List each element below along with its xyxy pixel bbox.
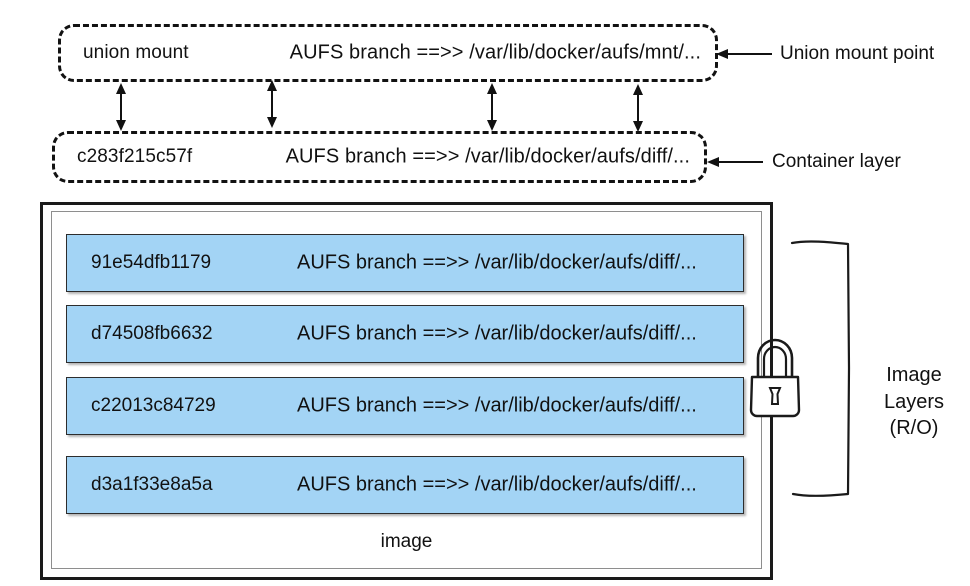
image-layer-row: c22013c84729 AUFS branch ==>> /var/lib/d… (66, 377, 744, 435)
container-layer-callout-label: Container layer (772, 151, 901, 172)
image-layer-branch-label: AUFS branch ==>> /var/lib/docker/aufs/di… (297, 394, 697, 417)
image-layer-id-label: c22013c84729 (91, 395, 216, 416)
union-mount-branch-label: AUFS branch ==>> /var/lib/docker/aufs/mn… (289, 41, 701, 64)
image-layer-id-label: d3a1f33e8a5a (91, 474, 213, 495)
image-layer-branch-label: AUFS branch ==>> /var/lib/docker/aufs/di… (297, 322, 697, 345)
image-layer-row: 91e54dfb1179 AUFS branch ==>> /var/lib/d… (66, 234, 744, 292)
image-caption: image (380, 531, 433, 552)
image-layer-row: d3a1f33e8a5a AUFS branch ==>> /var/lib/d… (66, 456, 744, 514)
container-layer-box: c283f215c57f AUFS branch ==>> /var/lib/d… (52, 131, 707, 183)
image-layers-label-line-3: (R/O) (889, 417, 939, 440)
double-headed-arrow-icon (116, 83, 126, 131)
image-layer-branch-label: AUFS branch ==>> /var/lib/docker/aufs/di… (297, 251, 697, 274)
image-layers-group-label: Image Layers (R/O) (862, 362, 966, 442)
padlock-icon (746, 336, 804, 429)
image-layers-label-line-1: Image (886, 364, 942, 386)
image-layers-bracket (790, 238, 860, 505)
image-layer-id-label: d74508fb6632 (91, 323, 213, 344)
image-layer-row: d74508fb6632 AUFS branch ==>> /var/lib/d… (66, 305, 744, 363)
union-mount-callout-arrow (716, 49, 772, 59)
image-layer-branch-label: AUFS branch ==>> /var/lib/docker/aufs/di… (297, 473, 697, 496)
union-mount-id-label: union mount (83, 42, 189, 63)
union-mount-box: union mount AUFS branch ==>> /var/lib/do… (58, 24, 718, 82)
container-layer-id-label: c283f215c57f (77, 146, 193, 167)
container-layer-branch-label: AUFS branch ==>> /var/lib/docker/aufs/di… (285, 145, 690, 168)
image-layer-id-label: 91e54dfb1179 (91, 252, 212, 273)
double-headed-arrow-icon (487, 83, 497, 131)
double-headed-arrow-icon (267, 80, 277, 128)
container-layer-callout-arrow (707, 157, 763, 167)
image-layers-label-line-2: Layers (883, 390, 945, 413)
union-mount-callout-label: Union mount point (780, 43, 935, 64)
double-headed-arrow-icon (633, 84, 643, 132)
